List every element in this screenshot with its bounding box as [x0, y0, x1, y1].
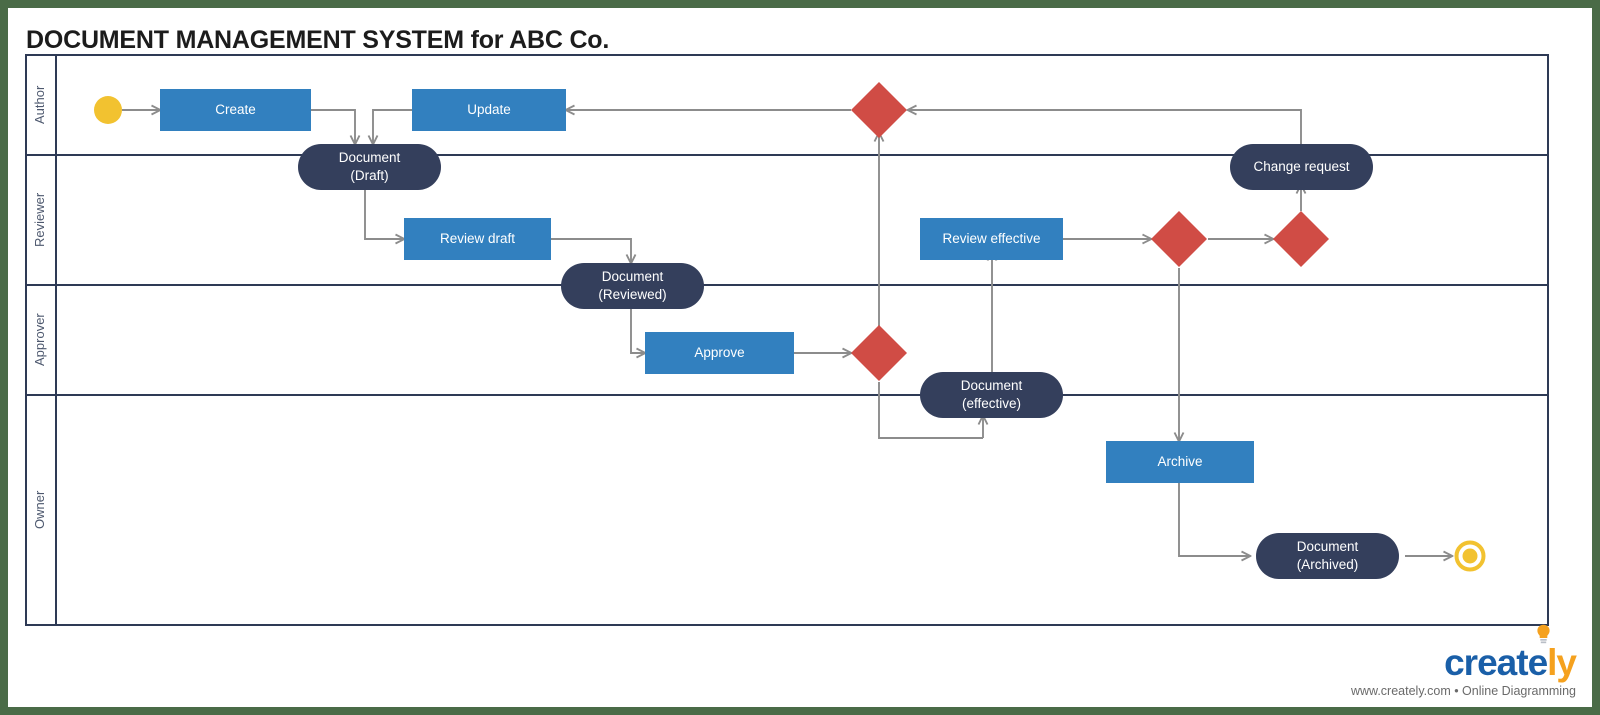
connector-archive-to-archived	[1178, 483, 1250, 556]
action-review-effective[interactable]	[920, 218, 1063, 260]
state-change-request[interactable]	[1230, 144, 1373, 190]
end-node[interactable]	[1454, 540, 1486, 572]
swimlane-diagram-canvas	[25, 54, 1549, 626]
connector-create-to-draft	[311, 109, 355, 144]
lane-label-reviewer: Reviewer	[32, 192, 47, 248]
action-review-draft[interactable]	[404, 218, 551, 260]
lane-label-author: Author	[32, 85, 47, 125]
action-archive[interactable]	[1106, 441, 1254, 483]
connector-draft-to-review-draft	[364, 188, 404, 239]
lane-label-approver: Approver	[32, 313, 47, 367]
state-document-reviewed[interactable]	[561, 263, 704, 309]
page-title: DOCUMENT MANAGEMENT SYSTEM for ABC Co.	[26, 26, 610, 54]
connector-review-draft-to-reviewed	[551, 238, 631, 263]
state-document-draft[interactable]	[298, 144, 441, 190]
creately-logo-text: creately	[1444, 624, 1577, 683]
connector-reviewed-to-approve	[630, 307, 645, 353]
lane-label-owner: Owner	[32, 490, 47, 530]
start-node[interactable]	[94, 96, 122, 124]
creately-logo-blue: create	[1444, 641, 1548, 683]
state-document-effective[interactable]	[920, 372, 1063, 418]
decision-reviewer-1[interactable]	[1151, 211, 1207, 267]
action-update[interactable]	[412, 89, 566, 131]
connector-decision-approver-down	[878, 382, 983, 439]
creately-branding: creately www.creately.com • Online Diagr…	[1350, 624, 1577, 698]
decision-approver[interactable]	[851, 325, 907, 381]
connector-update-to-draft	[373, 109, 412, 144]
connector-change-request-to-decision-author	[908, 110, 1302, 144]
action-create[interactable]	[160, 89, 311, 131]
creately-tagline: www.creately.com • Online Diagramming	[1350, 683, 1576, 698]
connector-layer	[122, 110, 1452, 556]
decision-author[interactable]	[851, 82, 907, 138]
creately-logo-orange: ly	[1547, 641, 1577, 683]
decision-reviewer-2[interactable]	[1273, 211, 1329, 267]
action-approve[interactable]	[645, 332, 794, 374]
state-document-archived[interactable]	[1256, 533, 1399, 579]
lightbulb-icon	[1537, 624, 1550, 643]
diagram-page: DOCUMENT MANAGEMENT SYSTEM for ABC Co.	[8, 8, 1592, 707]
